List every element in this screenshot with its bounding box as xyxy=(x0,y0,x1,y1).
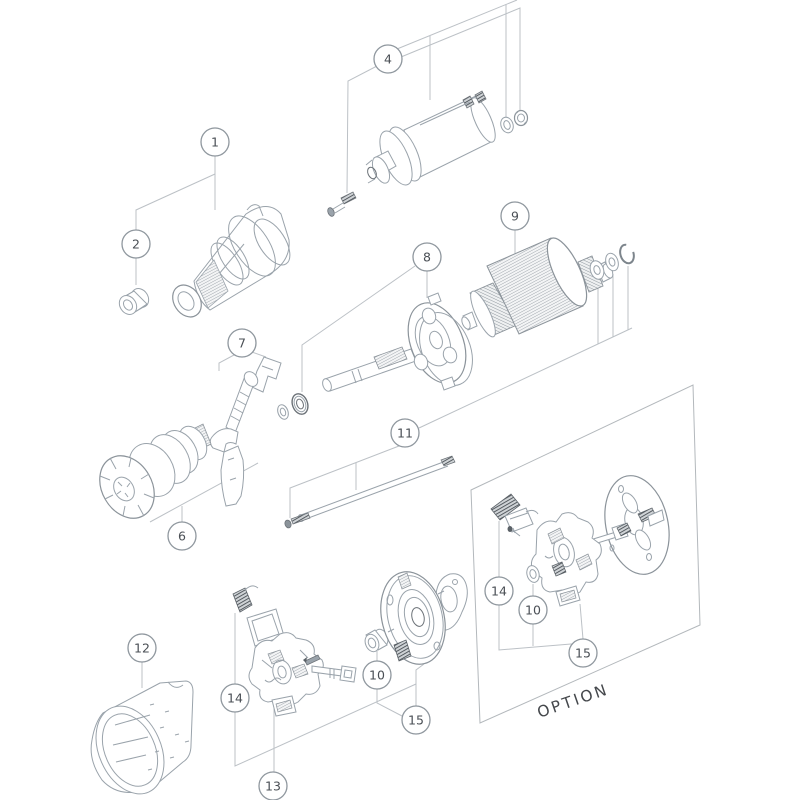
end-cap-bushing xyxy=(364,628,389,653)
drive-end-housing xyxy=(172,204,291,318)
nose-bushing xyxy=(118,288,150,315)
callout-9: 9 xyxy=(500,201,530,231)
callout-14-left: 14 xyxy=(220,683,250,713)
callout-2-label: 2 xyxy=(132,237,140,252)
callout-8: 8 xyxy=(412,242,442,272)
callout-10-option: 10 xyxy=(518,595,548,625)
callouts: 1 2 4 6 7 8 9 11 xyxy=(121,44,598,800)
callout-4: 4 xyxy=(373,44,403,74)
callout-12: 12 xyxy=(127,633,157,663)
solenoid-bolt xyxy=(327,191,357,217)
callout-15-left-label: 15 xyxy=(408,713,424,728)
option-brush-plate-assembly xyxy=(490,475,670,607)
option-label: OPTION xyxy=(535,680,611,721)
callout-10-left: 10 xyxy=(362,660,392,690)
pinion-drive xyxy=(99,423,212,519)
armature xyxy=(461,237,614,338)
callout-12-label: 12 xyxy=(134,641,150,656)
option-box xyxy=(470,384,701,724)
callout-8-label: 8 xyxy=(423,250,431,265)
gear-shaft-assembly xyxy=(322,292,473,392)
callout-11: 11 xyxy=(390,418,420,448)
terminal-washer-nut xyxy=(500,109,529,134)
callout-15-option-label: 15 xyxy=(575,646,591,661)
callout-6: 6 xyxy=(167,521,197,551)
callout-1-label: 1 xyxy=(211,135,219,150)
callout-15-option: 15 xyxy=(568,638,598,668)
shaft-washers-snap-ring xyxy=(589,243,635,280)
callout-14-option: 14 xyxy=(484,576,514,606)
callout-14-left-label: 14 xyxy=(227,691,243,706)
callout-2: 2 xyxy=(121,229,151,259)
solenoid xyxy=(365,90,496,186)
field-frame xyxy=(90,680,194,795)
callout-15-left: 15 xyxy=(401,705,431,735)
callout-10-left-label: 10 xyxy=(369,668,385,683)
callout-11-label: 11 xyxy=(397,426,413,441)
callout-14-option-label: 14 xyxy=(491,584,507,599)
callout-7-label: 7 xyxy=(238,336,246,351)
through-bolt xyxy=(284,455,456,529)
callout-1: 1 xyxy=(200,127,230,157)
callout-9-label: 9 xyxy=(511,209,519,224)
commutator-end-cap xyxy=(380,571,468,665)
callout-4-label: 4 xyxy=(384,52,392,67)
leader-lines xyxy=(135,0,633,772)
callout-10-option-label: 10 xyxy=(525,603,541,618)
brush-holder-assembly xyxy=(232,585,357,717)
callout-13-label: 13 xyxy=(265,779,281,794)
callout-6-label: 6 xyxy=(178,529,186,544)
callout-7: 7 xyxy=(227,328,257,358)
stop-washer-grommet xyxy=(277,393,309,420)
callout-13: 13 xyxy=(258,771,288,800)
